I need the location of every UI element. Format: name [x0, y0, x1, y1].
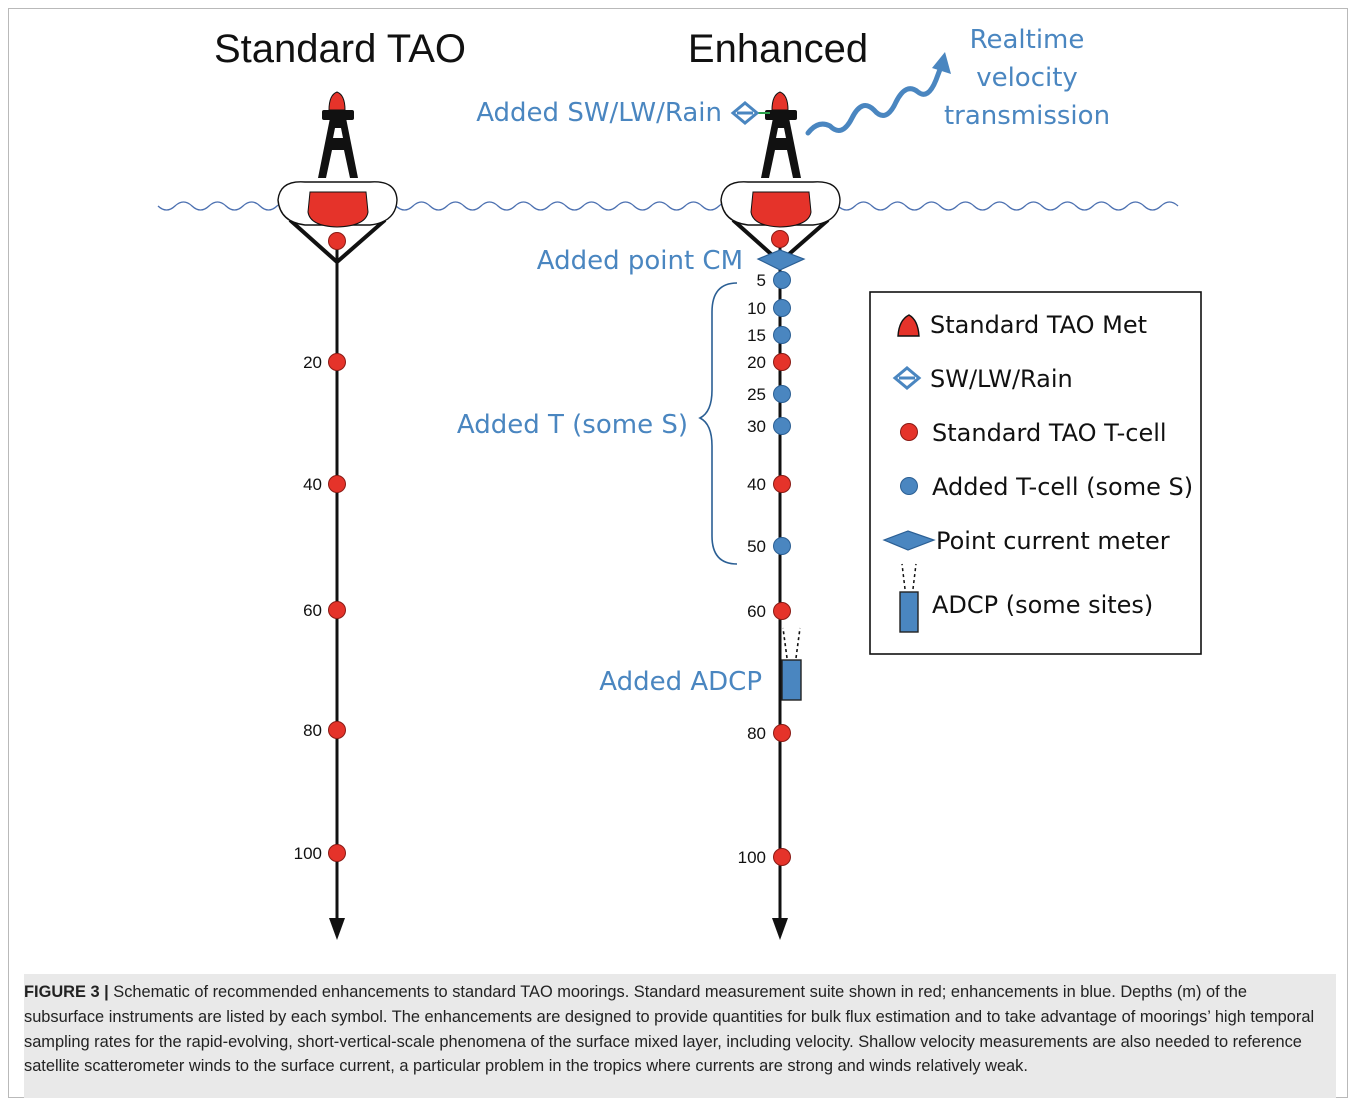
legend-label-standard-t-cell: Standard TAO T-cell — [932, 419, 1167, 447]
enhanced-arrow-head — [772, 918, 788, 940]
legend-adcp-beam-right — [912, 563, 917, 590]
legend: Standard TAO Met SW/LW/Rain Standard TAO… — [869, 291, 1202, 655]
standard-depth-label: 60 — [303, 601, 322, 620]
enhanced-depth-label: 100 — [738, 848, 766, 867]
standard-buoy — [277, 91, 398, 940]
standard-depth-label: 20 — [303, 353, 322, 372]
standard-arrow-head — [329, 918, 345, 940]
standard-t-cell-marker — [328, 601, 346, 619]
added-t-cell-marker — [773, 326, 791, 344]
standard-tower-top — [322, 110, 354, 120]
legend-met-bell-icon — [897, 314, 920, 337]
enhanced-depth-label: 60 — [747, 602, 766, 621]
enhanced-depth-label: 5 — [757, 271, 766, 290]
enhanced-depth-label: 30 — [747, 417, 766, 436]
legend-label-added-t-cell: Added T-cell (some S) — [932, 473, 1193, 501]
standard-float-red — [307, 191, 369, 228]
legend-adcp-bar-icon — [899, 591, 919, 633]
figure-caption: FIGURE 3 | Schematic of recommended enha… — [24, 974, 1336, 1098]
standard-t-cell-marker — [773, 475, 791, 493]
standard-t-cell-marker — [328, 353, 346, 371]
legend-box — [869, 291, 1202, 655]
legend-diamond-icon — [882, 530, 936, 551]
enhanced-float-red — [750, 191, 812, 228]
transmission-label: transmission — [944, 101, 1110, 131]
standard-surface-t-cell — [328, 232, 346, 250]
standard-t-cell-marker — [328, 721, 346, 739]
mooring-diagram: Standard TAO Enhanced 20 40 60 80 100 — [157, 25, 1202, 940]
standard-t-cell-marker — [773, 353, 791, 371]
enhanced-depth-label: 40 — [747, 475, 766, 494]
enhanced-depth-label: 80 — [747, 724, 766, 743]
standard-tower — [318, 118, 358, 178]
velocity-label: velocity — [976, 63, 1078, 93]
enhanced-depth-markers: 5 10 15 20 25 30 40 50 60 80 100 — [738, 271, 791, 867]
enhanced-depth-label: 15 — [747, 326, 766, 345]
standard-t-cell-marker — [328, 475, 346, 493]
enhanced-buoy — [720, 52, 951, 940]
legend-label-sw-lw-rain: SW/LW/Rain — [930, 365, 1073, 393]
enhanced-depth-label: 10 — [747, 299, 766, 318]
standard-depth-label: 80 — [303, 721, 322, 740]
realtime-label: Realtime — [970, 25, 1085, 55]
legend-label-point-current-meter: Point current meter — [936, 527, 1170, 555]
standard-t-cell-marker — [773, 724, 791, 742]
standard-t-cell-marker — [773, 848, 791, 866]
enhanced-title: Enhanced — [688, 27, 868, 71]
standard-t-cell-marker — [773, 602, 791, 620]
standard-tao-title: Standard TAO — [214, 27, 466, 71]
legend-red-circle-icon — [900, 423, 918, 441]
enhanced-surface-t-cell — [771, 230, 789, 248]
standard-depth-label: 40 — [303, 475, 322, 494]
added-point-cm-label: Added point CM — [537, 246, 743, 276]
adcp-beam-left — [782, 627, 788, 659]
caption-lead: FIGURE 3 | — [24, 983, 109, 1001]
realtime-transmission-arrow — [805, 61, 945, 136]
enhanced-depth-label: 25 — [747, 385, 766, 404]
added-adcp-label: Added ADCP — [599, 667, 762, 697]
added-t-cell-marker — [773, 271, 791, 289]
met-bell-icon — [771, 91, 789, 111]
added-t-brace — [698, 282, 738, 565]
enhanced-depth-label: 50 — [747, 537, 766, 556]
standard-depth-label: 100 — [294, 844, 322, 863]
met-bell-icon — [328, 91, 346, 111]
adcp-instrument — [781, 659, 802, 701]
legend-label-standard-met: Standard TAO Met — [930, 311, 1147, 339]
enhanced-tower — [761, 118, 801, 178]
legend-blue-circle-icon — [900, 477, 918, 495]
enhanced-tower-top — [765, 110, 797, 120]
added-t-cell-marker — [773, 537, 791, 555]
point-current-meter-diamond — [756, 249, 806, 271]
caption-text: Schematic of recommended enhancements to… — [24, 983, 1315, 1076]
standard-depth-markers: 20 40 60 80 100 — [294, 353, 346, 863]
legend-label-adcp: ADCP (some sites) — [932, 591, 1153, 619]
added-t-label: Added T (some S) — [457, 410, 688, 440]
adcp-beam-right — [795, 627, 801, 659]
added-sw-lw-rain-label: Added SW/LW/Rain — [476, 98, 722, 128]
enhanced-depth-label: 20 — [747, 353, 766, 372]
legend-adcp-beam-left — [901, 563, 906, 590]
added-t-cell-marker — [773, 417, 791, 435]
standard-t-cell-marker — [328, 844, 346, 862]
added-t-cell-marker — [773, 299, 791, 317]
added-t-cell-marker — [773, 385, 791, 403]
transmission-arrow-head — [932, 52, 951, 74]
